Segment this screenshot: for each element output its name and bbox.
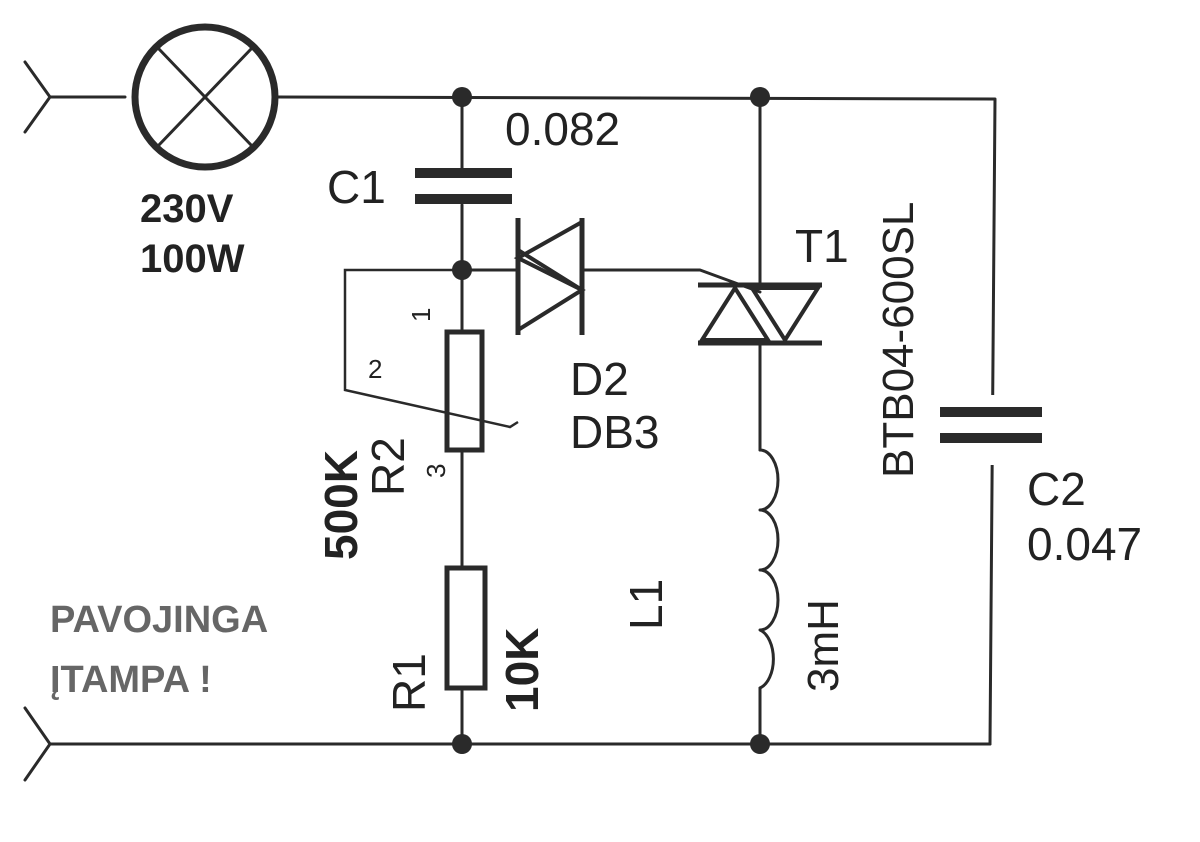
r1-value-label: 10K xyxy=(496,628,548,712)
d2-part-label: DB3 xyxy=(570,406,659,458)
c2-value-label: 0.047 xyxy=(1027,518,1142,570)
c1-name-label: C1 xyxy=(327,161,386,213)
t1-part-label: BTB04-600SL xyxy=(874,202,923,478)
junction-dot xyxy=(750,87,770,107)
triac-t1 xyxy=(698,282,822,346)
l1-value-label: 3mH xyxy=(799,599,848,692)
junction-dot xyxy=(452,260,472,280)
r2-value-label: 500K xyxy=(315,450,367,560)
junction-dot xyxy=(452,734,472,754)
capacitor-c2 xyxy=(940,395,1042,465)
diac-lead xyxy=(460,268,762,294)
r2-pin3-label: 3 xyxy=(421,464,451,478)
r2-pin2-label: 2 xyxy=(368,354,382,384)
lamp-voltage-label: 230V xyxy=(140,187,234,231)
diac-d2 xyxy=(513,218,586,335)
t1-name-label: T1 xyxy=(795,220,849,272)
r2-pin1-label: 1 xyxy=(406,308,436,322)
resistor-r1 xyxy=(444,565,488,691)
l1-name-label: L1 xyxy=(620,579,672,630)
top-rail xyxy=(273,95,997,746)
c1-value-label: 0.082 xyxy=(505,103,620,155)
capacitor-c1 xyxy=(415,168,512,204)
potentiometer-r2 xyxy=(444,329,485,453)
potentiometer-wiper xyxy=(343,268,519,429)
junction-dot xyxy=(750,734,770,754)
inductor-l1 xyxy=(758,448,780,690)
c2-name-label: C2 xyxy=(1027,463,1086,515)
input-terminal-top xyxy=(23,60,127,134)
d2-name-label: D2 xyxy=(570,353,629,405)
warning-line-2: ĮTAMPA ! xyxy=(50,659,212,701)
input-terminal-bottom xyxy=(23,706,992,782)
junction-dot xyxy=(452,87,472,107)
lamp-power-label: 100W xyxy=(140,237,245,281)
warning-line-1: PAVOJINGA xyxy=(50,599,268,641)
r1-name-label: R1 xyxy=(383,653,435,712)
r2-name-label: R2 xyxy=(362,437,414,496)
lamp-symbol xyxy=(131,23,279,171)
